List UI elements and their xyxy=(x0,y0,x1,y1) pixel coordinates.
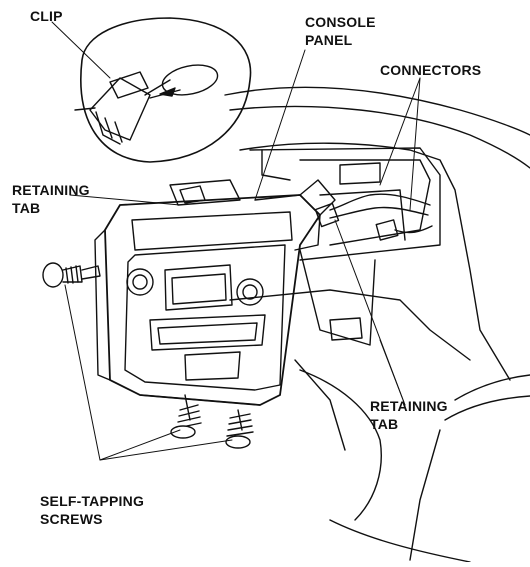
connectors xyxy=(314,193,433,241)
label-console-panel-line2: PANEL xyxy=(305,32,353,48)
label-retaining-tab-right-line2: TAB xyxy=(370,416,399,432)
screw-bottom-right xyxy=(225,409,254,449)
clip-inset xyxy=(74,17,252,163)
label-retaining-tab-left-line2: TAB xyxy=(12,200,41,216)
retaining-tab-left xyxy=(179,185,206,204)
leader-lines xyxy=(51,21,421,461)
label-connectors: CONNECTORS xyxy=(380,62,482,78)
console-panel xyxy=(94,179,336,406)
screw-left xyxy=(42,262,101,288)
label-retaining-tab-left-line1: RETAINING xyxy=(12,182,90,198)
label-screws-line2: SCREWS xyxy=(40,511,103,527)
dashboard-outline xyxy=(224,86,530,563)
screw-bottom-left xyxy=(170,394,202,439)
label-console-panel-line1: CONSOLE xyxy=(305,14,376,30)
label-retaining-tab-right-line1: RETAINING xyxy=(370,398,448,414)
label-clip: CLIP xyxy=(30,8,63,24)
console-opening xyxy=(249,147,441,346)
label-screws-line1: SELF-TAPPING xyxy=(40,493,145,509)
